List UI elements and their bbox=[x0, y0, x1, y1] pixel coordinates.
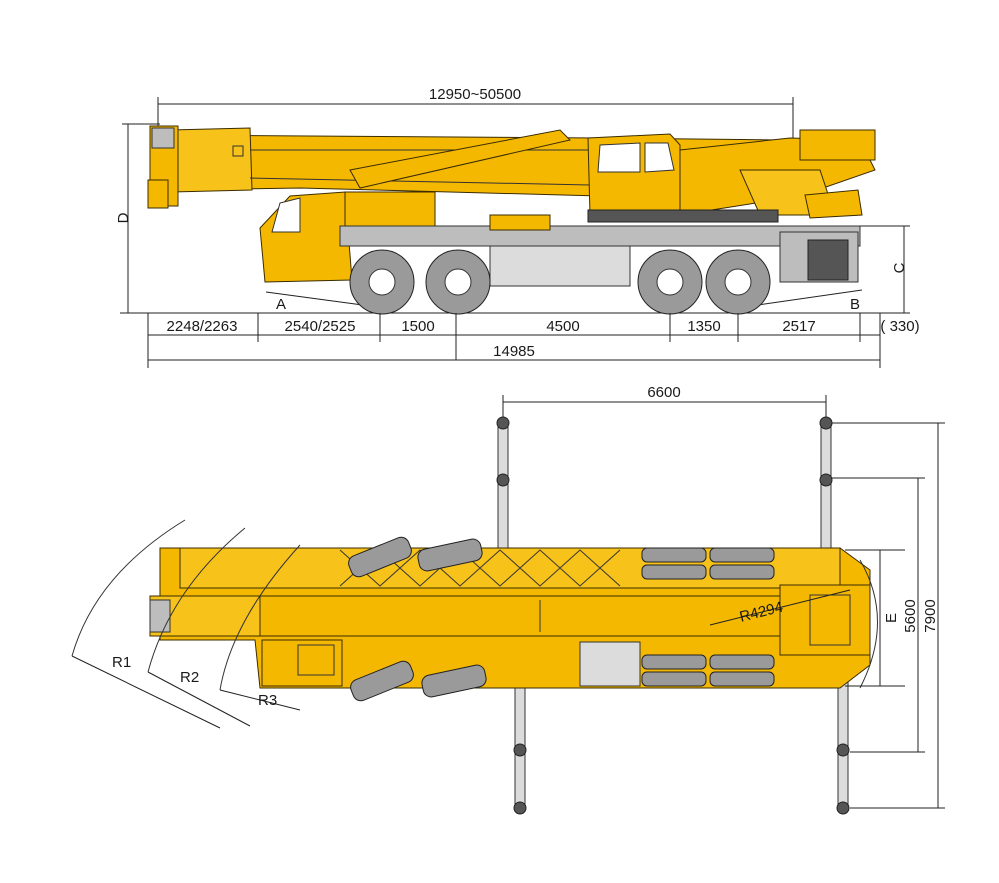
outrigger-rear-left bbox=[819, 416, 833, 551]
side-view: 12950~50500 D C A B bbox=[115, 86, 920, 368]
outrigger-mid-width-dimension: 5600 bbox=[832, 477, 925, 753]
radius-r3-label: R3 bbox=[258, 692, 277, 709]
luffing-cylinder bbox=[349, 129, 571, 189]
axle-spacing-dimension: 2248/2263 2540/2525 1500 4500 1350 2517 … bbox=[147, 313, 920, 368]
outrigger-full-width-dimension: 7900 bbox=[832, 422, 945, 809]
outrigger-span-dimension: 6600 bbox=[502, 384, 827, 420]
approach-angle-line bbox=[265, 291, 371, 307]
overall-length-text: 14985 bbox=[493, 343, 535, 360]
segment-front-overhang: 2248/2263 bbox=[167, 318, 238, 335]
superstructure-top bbox=[779, 584, 871, 656]
angle-a-label: A bbox=[276, 296, 286, 313]
height-d-dimension: D bbox=[115, 123, 160, 313]
width-e-label: E bbox=[883, 613, 900, 623]
wheel-4 bbox=[705, 249, 771, 315]
segment-axle2-axle3: 4500 bbox=[546, 318, 579, 335]
engine-grille bbox=[579, 641, 641, 687]
angle-b-label: B bbox=[850, 296, 860, 313]
outrigger-rear-right bbox=[836, 679, 850, 815]
width-e-dimension: E bbox=[845, 549, 905, 687]
crane-cab bbox=[587, 133, 681, 216]
segment-cab-to-axle1: 2540/2525 bbox=[285, 318, 356, 335]
carrier-cab bbox=[259, 191, 436, 283]
height-c-label: C bbox=[891, 262, 908, 273]
boom-top bbox=[149, 595, 801, 637]
rear-tires bbox=[641, 547, 775, 687]
outrigger-full-width-text: 7900 bbox=[922, 599, 939, 632]
boom-length-dimension: 12950~50500 bbox=[157, 86, 794, 140]
radius-r2-label: R2 bbox=[180, 669, 199, 686]
wheel-2 bbox=[425, 249, 491, 315]
height-c-dimension: C bbox=[858, 225, 910, 313]
carrier-cab-top bbox=[261, 639, 343, 687]
top-view: 6600 bbox=[71, 384, 945, 815]
turntable bbox=[587, 209, 779, 223]
segment-rear-overhang: 2517 bbox=[782, 318, 815, 335]
height-d-label: D bbox=[115, 212, 132, 223]
segment-axle3-axle4: 1350 bbox=[687, 318, 720, 335]
boom-length-text: 12950~50500 bbox=[429, 86, 521, 103]
front-tires bbox=[348, 536, 487, 702]
departure-angle-line bbox=[757, 289, 863, 306]
turning-radius-arcs: R1 R2 R3 bbox=[71, 519, 301, 729]
outrigger-span-text: 6600 bbox=[647, 384, 680, 401]
hook-block bbox=[147, 127, 175, 209]
segment-axle1-axle2: 1500 bbox=[401, 318, 434, 335]
segment-hook-offset: ( 330) bbox=[880, 318, 919, 335]
wheel-1 bbox=[349, 249, 415, 315]
outrigger-front-right bbox=[513, 679, 527, 815]
outrigger-front-left bbox=[496, 416, 510, 551]
chassis bbox=[339, 214, 861, 287]
overall-length-dimension: 14985 bbox=[148, 343, 880, 361]
outrigger-mid-width-text: 5600 bbox=[902, 599, 919, 632]
radius-r1-label: R1 bbox=[112, 654, 131, 671]
wheel-3 bbox=[637, 249, 703, 315]
